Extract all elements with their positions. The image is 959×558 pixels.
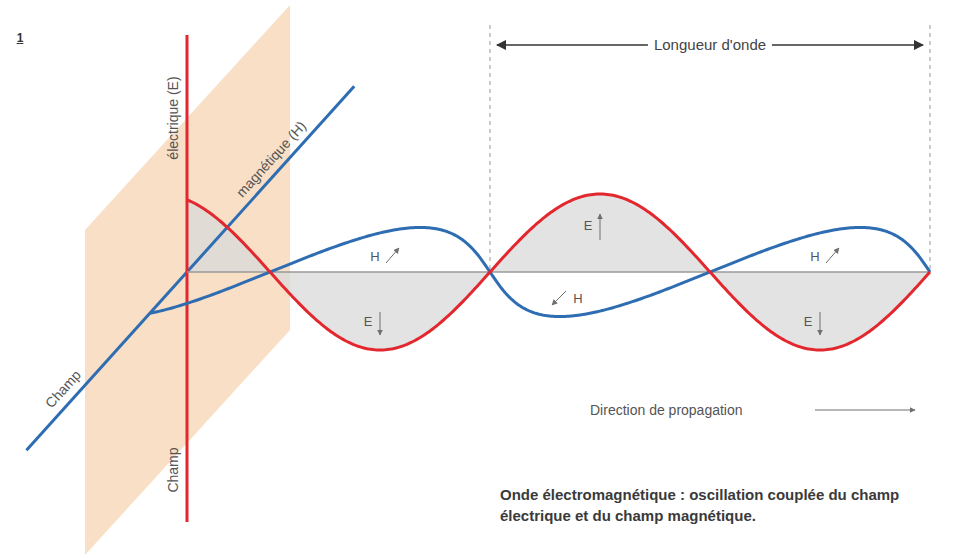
propagation-arrow xyxy=(815,410,915,411)
propagation-axis xyxy=(187,271,930,273)
axis-label: magnétique (H) xyxy=(233,118,309,200)
axis-label: Champ xyxy=(42,367,84,411)
field-vector-arrow xyxy=(552,291,566,305)
wave-fill xyxy=(187,194,930,350)
field-vector-arrow xyxy=(386,248,399,263)
field-vector-arrow xyxy=(826,248,839,263)
field-vector-label: H xyxy=(370,249,379,265)
field-vector-arrow xyxy=(380,312,381,335)
transverse-plane xyxy=(85,5,290,555)
electric-wave xyxy=(187,194,930,350)
figure-number: 1 xyxy=(17,30,24,46)
field-vector-arrow xyxy=(820,312,821,335)
field-vector-label: H xyxy=(573,291,582,307)
field-vector-label: E xyxy=(584,218,593,234)
magnetic-axis xyxy=(26,86,354,450)
propagation-label: Direction de propagation xyxy=(590,402,743,418)
wavelength-label: Longueur d'onde xyxy=(648,37,772,53)
axis-label: électrique (E) xyxy=(165,76,181,159)
figure-caption: Onde électromagnétique : oscillation cou… xyxy=(500,484,950,526)
wavelength-guide xyxy=(490,25,491,272)
field-vector-arrow xyxy=(600,214,601,240)
magnetic-wave xyxy=(150,227,930,316)
electric-axis xyxy=(186,35,189,522)
axis-label: Champ xyxy=(165,447,181,492)
field-vector-label: E xyxy=(804,314,813,330)
wavelength-guide xyxy=(930,25,931,272)
field-vector-label: E xyxy=(364,314,373,330)
field-vector-label: H xyxy=(810,249,819,265)
wave-group xyxy=(26,35,930,522)
